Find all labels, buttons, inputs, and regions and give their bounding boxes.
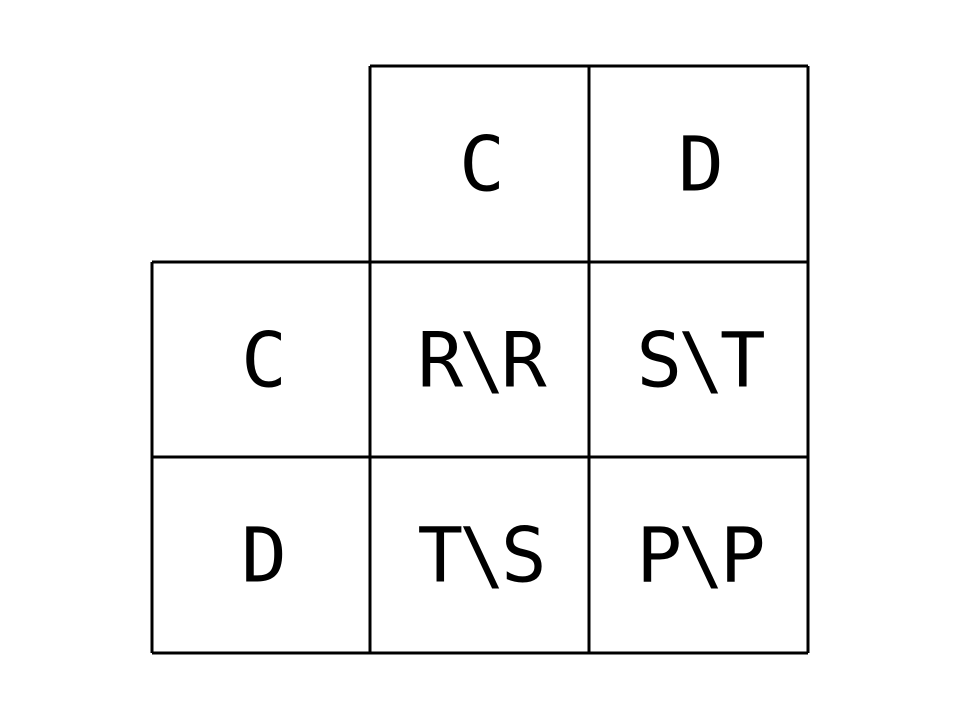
- column-header-c: C: [459, 120, 501, 209]
- payoff-cell-cc: R\R: [417, 316, 547, 405]
- payoff-cell-cd: S\T: [636, 316, 765, 405]
- payoff-cell-dc: T\S: [417, 511, 542, 600]
- payoff-cell-dd: P\P: [636, 511, 763, 600]
- column-header-d: D: [678, 120, 720, 209]
- row-header-c: C: [241, 316, 283, 405]
- matrix-grid: [150, 64, 810, 655]
- row-header-d: D: [241, 511, 283, 600]
